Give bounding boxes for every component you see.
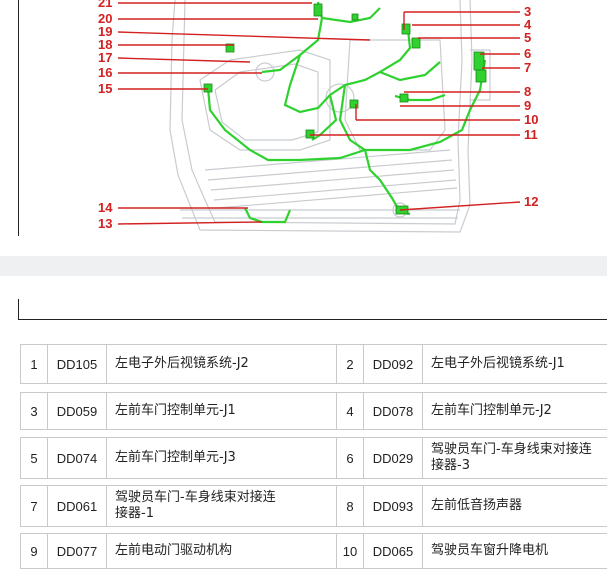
entry-number: 8 — [337, 486, 364, 526]
table-row: 9 DD077 左前电动门驱动机构 10 DD065 驾驶员车窗升降电机 — [20, 533, 607, 569]
entry-number: 10 — [337, 534, 364, 568]
entry-number: 7 — [21, 486, 48, 526]
callout-11: 11 — [524, 127, 538, 142]
connector-code: DD074 — [48, 438, 107, 478]
diagram-left-border — [18, 0, 19, 236]
connector-code: DD078 — [364, 393, 423, 429]
table-row: 5 DD074 左前车门控制单元-J3 6 DD029 驾驶员车门-车身线束对接… — [20, 437, 607, 479]
table-entry: 7 DD061 驾驶员车门-车身线束对接连 接器-1 — [20, 485, 337, 527]
callout-18: 18 — [98, 37, 112, 52]
section-divider — [0, 256, 607, 276]
connector-description: 左前电动门驱动机构 — [115, 543, 233, 558]
table-entry: 2 DD092 左电子外后视镜系统-J1 — [336, 344, 607, 384]
callout-7: 7 — [524, 60, 531, 75]
callout-13: 13 — [98, 216, 112, 231]
right-callout-numbers: 3 4 5 6 7 8 9 10 11 12 — [524, 4, 538, 209]
connector-description: 左前低音扬声器 — [431, 498, 523, 513]
callout-14: 14 — [98, 200, 113, 215]
door-harness-diagram: 21 20 19 18 17 16 15 14 13 3 4 5 6 7 8 9… — [98, 0, 538, 233]
right-callouts — [310, 11, 521, 211]
connector-description: 左电子外后视镜系统-J2 — [115, 356, 249, 371]
table-entry: 6 DD029 驾驶员车门-车身线束对接连 接器-3 — [336, 437, 607, 479]
table-row: 7 DD061 驾驶员车门-车身线束对接连 接器-1 8 DD093 左前低音扬… — [20, 485, 607, 527]
callout-6: 6 — [524, 46, 531, 61]
connector-code: DD105 — [48, 345, 107, 383]
table-entry: 5 DD074 左前车门控制单元-J3 — [20, 437, 337, 479]
connector-description: 驾驶员车窗升降电机 — [431, 543, 549, 558]
callout-21: 21 — [98, 0, 112, 10]
connector-code: DD093 — [364, 486, 423, 526]
connector-code: DD092 — [364, 345, 423, 383]
callout-8: 8 — [524, 84, 531, 99]
callout-5: 5 — [524, 30, 531, 45]
section-header-frame — [18, 299, 607, 320]
table-entry: 4 DD078 左前车门控制单元-J2 — [336, 392, 607, 430]
connector-code: DD029 — [364, 438, 423, 478]
callout-10: 10 — [524, 112, 538, 127]
connector-description: 左电子外后视镜系统-J1 — [431, 356, 565, 371]
callout-20: 20 — [98, 11, 112, 26]
table-entry: 1 DD105 左电子外后视镜系统-J2 — [20, 344, 337, 384]
table-entry: 3 DD059 左前车门控制单元-J1 — [20, 392, 337, 430]
entry-number: 9 — [21, 534, 48, 568]
callout-15: 15 — [98, 81, 112, 96]
connector-description: 左前车门控制单元-J2 — [431, 403, 552, 418]
connector-description: 左前车门控制单元-J3 — [115, 450, 236, 465]
connector-code: DD065 — [364, 534, 423, 568]
connector-description: 驾驶员车门-车身线束对接连 接器-1 — [115, 490, 276, 521]
entry-number: 2 — [337, 345, 364, 383]
table-entry: 9 DD077 左前电动门驱动机构 — [20, 533, 337, 569]
callout-17: 17 — [98, 50, 112, 65]
entry-number: 1 — [21, 345, 48, 383]
callout-12: 12 — [524, 194, 538, 209]
wiring-diagram-panel: 21 20 19 18 17 16 15 14 13 3 4 5 6 7 8 9… — [0, 0, 607, 256]
callout-3: 3 — [524, 4, 531, 19]
entry-number: 5 — [21, 438, 48, 478]
connector-description: 左前车门控制单元-J1 — [115, 403, 236, 418]
connector-code: DD061 — [48, 486, 107, 526]
connector-code: DD077 — [48, 534, 107, 568]
callout-16: 16 — [98, 65, 112, 80]
left-callout-numbers: 21 20 19 18 17 16 15 14 13 — [98, 0, 113, 231]
callout-9: 9 — [524, 98, 531, 113]
entry-number: 4 — [337, 393, 364, 429]
callout-19: 19 — [98, 24, 112, 39]
table-row: 1 DD105 左电子外后视镜系统-J2 2 DD092 左电子外后视镜系统-J… — [20, 344, 607, 384]
connector-description: 驾驶员车门-车身线束对接连 接器-3 — [431, 442, 592, 473]
callout-4: 4 — [524, 17, 532, 32]
table-entry: 8 DD093 左前低音扬声器 — [336, 485, 607, 527]
entry-number: 3 — [21, 393, 48, 429]
table-entry: 10 DD065 驾驶员车窗升降电机 — [336, 533, 607, 569]
left-callouts — [117, 2, 371, 225]
entry-number: 6 — [337, 438, 364, 478]
table-row: 3 DD059 左前车门控制单元-J1 4 DD078 左前车门控制单元-J2 — [20, 392, 607, 430]
connector-code: DD059 — [48, 393, 107, 429]
